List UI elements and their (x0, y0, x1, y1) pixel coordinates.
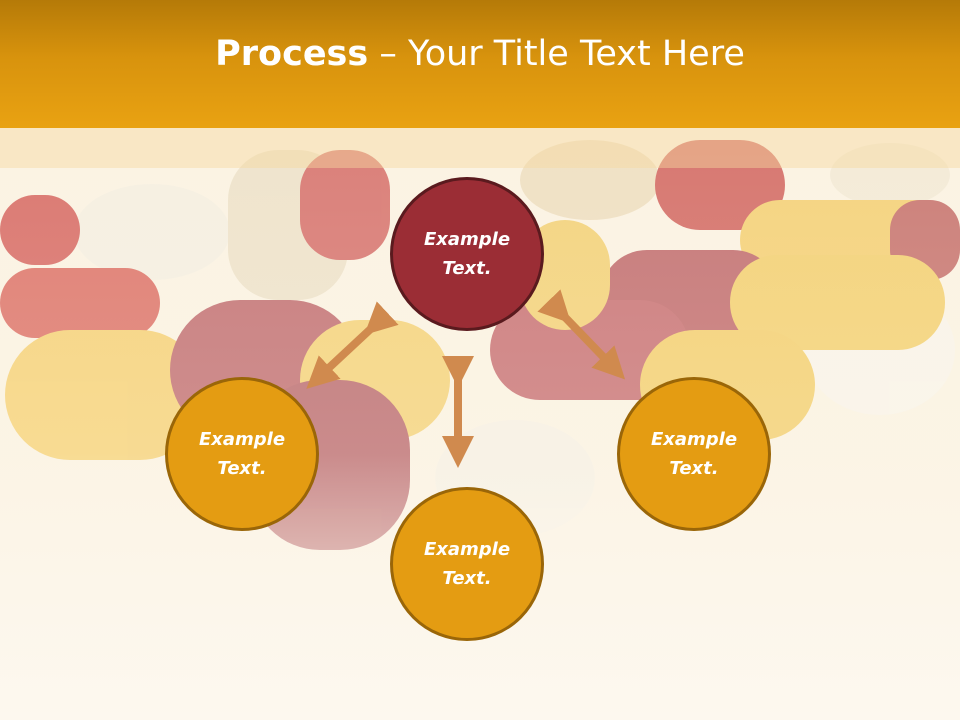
arrow-center-right (537, 289, 626, 380)
node-left-line2: Text. (217, 458, 267, 479)
title-bar: Process – Your Title Text Here (0, 0, 960, 128)
node-center-line1: Example (423, 229, 511, 250)
slide-title: Process – Your Title Text Here (215, 34, 745, 74)
node-center: Example Text. (390, 177, 544, 331)
node-bottom-line1: Example (423, 539, 511, 560)
title-bold: Process (215, 34, 369, 74)
node-right-line1: Example (650, 429, 738, 450)
title-rest: – Your Title Text Here (368, 34, 745, 74)
node-left: Example Text. (165, 377, 319, 531)
node-right: Example Text. (617, 377, 771, 531)
node-bottom: Example Text. (390, 487, 544, 641)
arrow-center-left (306, 301, 399, 389)
node-right-line2: Text. (669, 458, 719, 479)
node-center-line2: Text. (442, 258, 492, 279)
node-bottom-line2: Text. (442, 568, 492, 589)
node-left-line1: Example (198, 429, 286, 450)
